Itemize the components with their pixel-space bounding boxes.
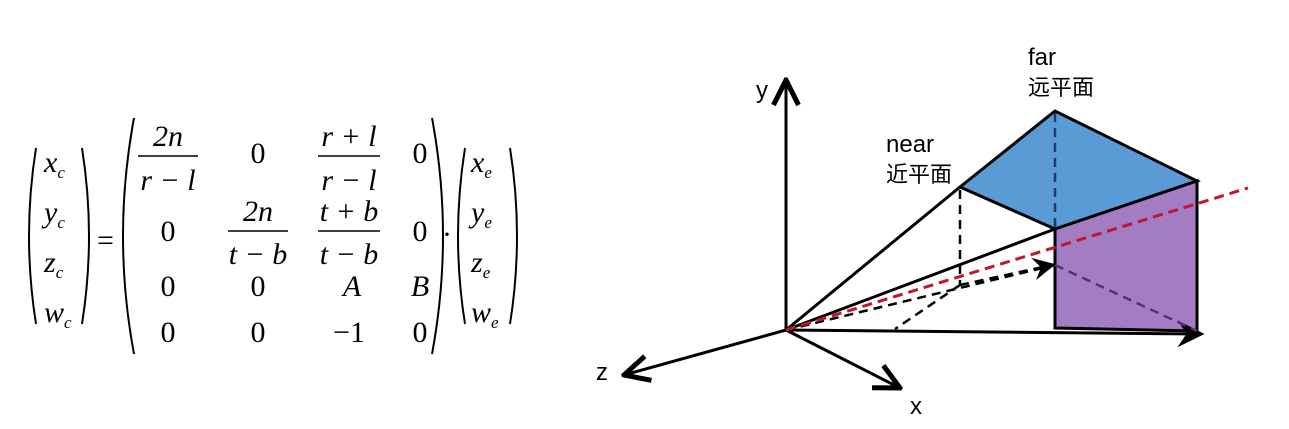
lhs-entry-1: yc (41, 196, 65, 232)
matrix-r3c1: 0 (251, 316, 266, 349)
equals-sign: = (97, 224, 114, 257)
near-cn-label: 近平面 (886, 163, 952, 188)
matrix-r1c2-den: t − b (320, 238, 379, 271)
lhs-left-paren (28, 147, 37, 325)
rhs-vector: xe ye ze we (468, 146, 499, 332)
far-cn-label: 远平面 (1028, 76, 1094, 101)
matrix-r1c0: 0 (161, 215, 176, 248)
edge-origin-far-bottom (785, 320, 1205, 348)
matrix-r1c3: 0 (413, 215, 428, 248)
matrix-r1c1-num: 2n (243, 195, 273, 228)
lhs-vector: xc yc zc wc (41, 146, 72, 332)
rhs-entry-2: ze (470, 246, 491, 282)
projection-equation: xc yc zc wc = 2n r − l 0 r + l r − l 0 0… (28, 117, 518, 355)
matrix-left-paren (122, 117, 135, 355)
far-side-diagonal-dashed (1054, 263, 1198, 333)
rhs-entry-1: ye (468, 196, 492, 232)
near-label: near (886, 131, 934, 158)
matrix-r0c2-den: r − l (321, 164, 376, 197)
matrix: 2n r − l 0 r + l r − l 0 0 2n t − b t + … (138, 120, 429, 349)
matrix-r1c2-num: t + b (320, 195, 379, 228)
edge-origin-near-top (785, 185, 961, 332)
matrix-r3c3: 0 (413, 316, 428, 349)
lhs-right-paren (81, 147, 90, 325)
rhs-entry-0: xe (470, 146, 492, 182)
origin-far-mid-dashed (785, 263, 1056, 332)
y-axis-label: y (756, 77, 768, 104)
matrix-r2c0: 0 (161, 270, 176, 303)
near-bottom-dashed (894, 283, 961, 331)
matrix-r0c3: 0 (413, 137, 428, 170)
view-direction-axis (785, 186, 1249, 332)
edge-origin-far-center (785, 227, 1056, 332)
rhs-entry-3: we (471, 296, 499, 332)
matrix-r2c1: 0 (251, 270, 266, 303)
matrix-r0c0-num: 2n (153, 120, 183, 153)
matrix-r0c1: 0 (251, 137, 266, 170)
x-axis-label: x (910, 393, 922, 420)
matrix-r3c0: 0 (161, 316, 176, 349)
x-axis (785, 328, 900, 388)
z-axis-label: z (596, 359, 608, 386)
matrix-right-paren (431, 117, 444, 355)
matrix-r0c2-num: r + l (321, 120, 376, 153)
z-axis (624, 328, 787, 375)
lhs-entry-2: zc (43, 246, 64, 282)
matrix-r2c3: B (411, 270, 429, 303)
far-label: far (1028, 44, 1056, 71)
matrix-r3c2: −1 (333, 316, 365, 349)
rhs-left-paren (457, 147, 466, 325)
matrix-r2c2: A (341, 270, 362, 303)
frustum-diagram: y z x near 近平面 far 远平面 (596, 44, 1249, 420)
multiply-dot: · (442, 218, 452, 251)
lhs-entry-0: xc (43, 146, 65, 182)
lhs-entry-3: wc (44, 296, 72, 332)
matrix-r1c1-den: t − b (229, 238, 288, 271)
rhs-right-paren (509, 147, 518, 325)
matrix-r0c0-den: r − l (140, 164, 195, 197)
